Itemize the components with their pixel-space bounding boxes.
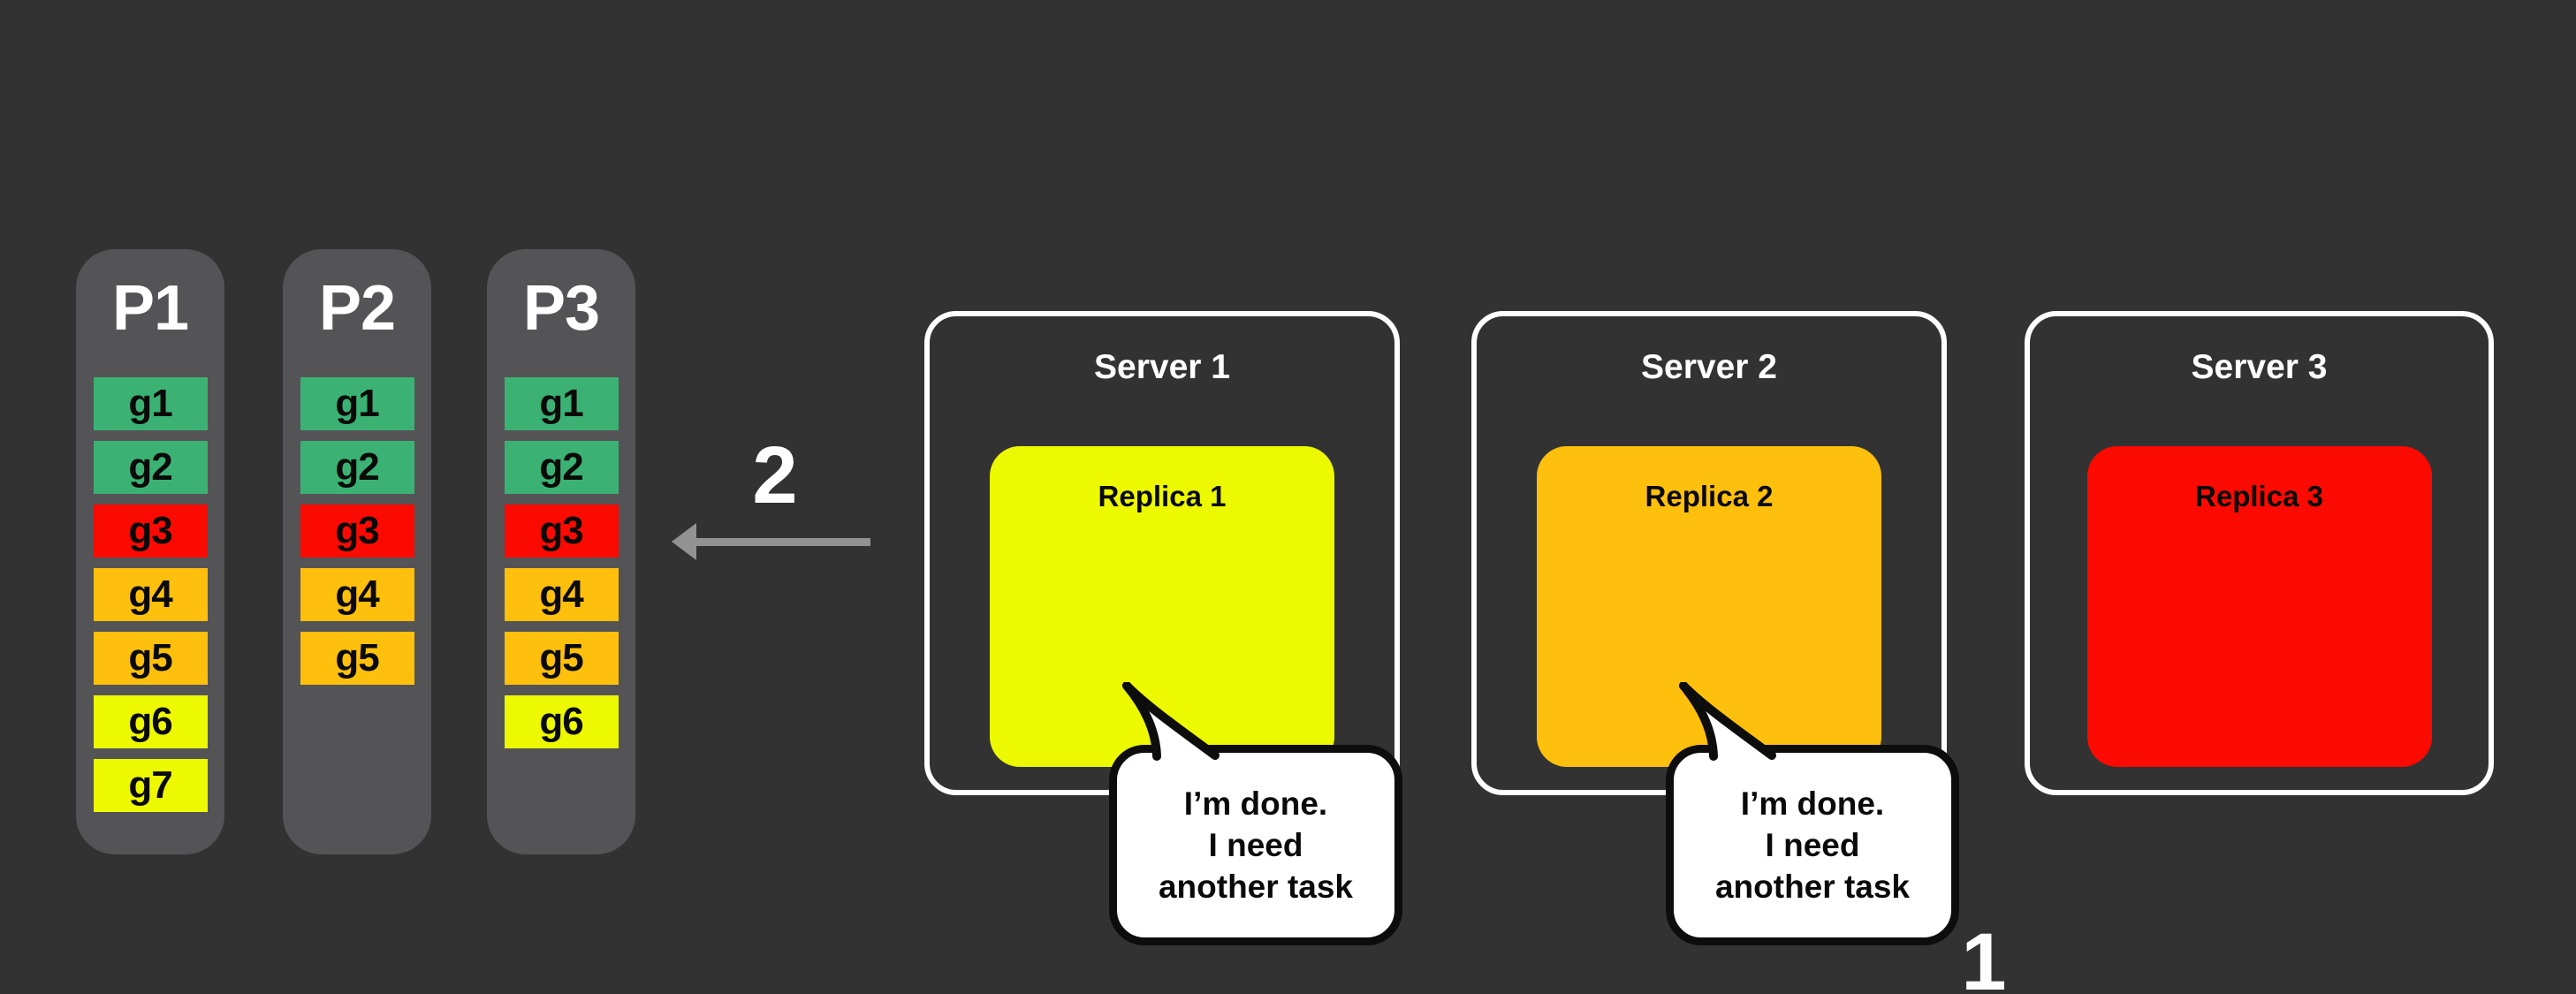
speech-bubble-replica-2: I’m done. I need another task (1666, 745, 1959, 945)
replica-2-title: Replica 2 (1645, 480, 1774, 512)
speech-line: I need (1208, 827, 1303, 863)
server-2-title: Server 2 (1641, 348, 1777, 386)
task-cell: g6 (504, 695, 619, 748)
partition-p2-cells: g1 g2 g3 g4 g5 (283, 377, 431, 685)
partition-p1-title: P1 (111, 273, 189, 344)
arrow-left-icon (683, 538, 870, 546)
step-1-label: 1 (1961, 917, 2007, 994)
step-2-label: 2 (752, 430, 798, 520)
task-cell: g2 (300, 441, 414, 494)
task-cell: g3 (93, 505, 208, 558)
partition-p3-cells: g1 g2 g3 g4 g5 g6 (487, 377, 635, 748)
arrow-left-head-icon (672, 523, 696, 560)
partition-p3: P3 g1 g2 g3 g4 g5 g6 (487, 249, 635, 854)
task-cell: g4 (300, 568, 414, 621)
task-cell: g6 (93, 695, 208, 748)
task-cell: g5 (300, 632, 414, 685)
speech-line: I’m done. (1183, 785, 1328, 822)
partition-p2: P2 g1 g2 g3 g4 g5 (283, 249, 431, 854)
task-cell: g2 (93, 441, 208, 494)
task-cell: g7 (93, 759, 208, 812)
speech-tail-icon (1679, 682, 1776, 763)
task-cell: g3 (504, 505, 619, 558)
partition-p3-title: P3 (522, 273, 600, 344)
speech-line: I’m done. (1740, 785, 1885, 822)
partition-p1-cells: g1 g2 g3 g4 g5 g6 g7 (76, 377, 224, 812)
task-cell: g5 (504, 632, 619, 685)
task-cell: g4 (504, 568, 619, 621)
speech-line: another task (1714, 869, 1910, 905)
task-cell: g5 (93, 632, 208, 685)
replica-3: Replica 3 (2086, 446, 2432, 767)
speech-tail-icon (1122, 682, 1220, 763)
task-cell: g1 (504, 377, 619, 430)
task-cell: g1 (93, 377, 208, 430)
server-3-title: Server 3 (2191, 348, 2328, 386)
partition-p1: P1 g1 g2 g3 g4 g5 g6 g7 (76, 249, 224, 854)
speech-line: another task (1158, 869, 1353, 905)
server-3-box: Server 3 Replica 3 (2025, 311, 2494, 795)
task-cell: g1 (300, 377, 414, 430)
speech-bubble-replica-1: I’m done. I need another task (1109, 745, 1402, 945)
task-cell: g4 (93, 568, 208, 621)
task-cell: g2 (504, 441, 619, 494)
replica-3-title: Replica 3 (2195, 480, 2323, 512)
replica-1-title: Replica 1 (1098, 480, 1227, 512)
partition-p2-title: P2 (318, 273, 396, 344)
task-cell: g3 (300, 505, 414, 558)
server-1-title: Server 1 (1094, 348, 1230, 386)
speech-line: I need (1765, 827, 1860, 863)
